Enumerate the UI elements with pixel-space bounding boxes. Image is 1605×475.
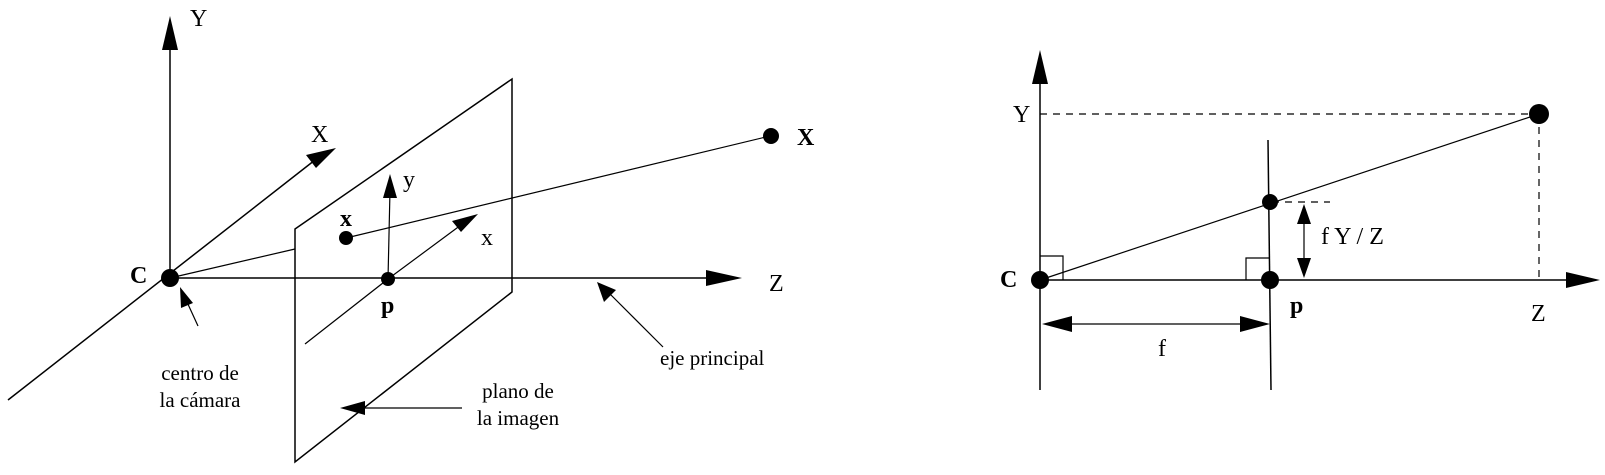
z-axis-2d-arrowhead	[1566, 272, 1600, 288]
camera-center-note-line2: la cámara	[159, 388, 241, 412]
focal-length-label: f	[1158, 336, 1166, 362]
right-angle-p	[1245, 257, 1269, 280]
projection-height-arrow-top	[1297, 204, 1311, 224]
image-y-axis-arrowhead	[383, 174, 397, 198]
principal-point	[381, 272, 395, 286]
z-axis-2d-label: Z	[1531, 301, 1546, 327]
image-x-axis-label: x	[481, 225, 493, 251]
z-axis-arrowhead	[706, 270, 742, 286]
image-y-axis-label: y	[403, 167, 415, 193]
image-point-label: x	[340, 206, 352, 232]
x-axis-arrowhead	[306, 148, 336, 168]
image-plane-pointer-head	[340, 401, 365, 415]
projection-ray-2d	[1039, 113, 1540, 281]
ray-c-to-plane	[169, 248, 296, 279]
world-point-2d	[1529, 104, 1549, 124]
image-plane	[294, 77, 513, 464]
right-angle-c	[1040, 255, 1064, 280]
camera-center-2d-label: C	[1000, 267, 1017, 293]
image-plane-note-line1: plano de	[482, 379, 554, 403]
principal-axis-pointer-head	[597, 282, 616, 302]
camera-center-pointer-head	[180, 287, 193, 308]
camera-center-point-2d	[1031, 271, 1049, 289]
image-x-axis-arrowhead	[452, 214, 478, 232]
y-axis-label: Y	[190, 6, 207, 32]
focal-length-arrow-left	[1042, 316, 1072, 332]
left-diagram: Y X Z y x C X x p centro de la cámara ej…	[7, 6, 815, 464]
focal-length-arrow-right	[1240, 316, 1270, 332]
image-y-axis	[387, 189, 391, 280]
projection-ray	[345, 135, 771, 239]
principal-axis-pointer	[609, 293, 664, 348]
camera-center-point	[161, 269, 179, 287]
y-axis-2d-label: Y	[1013, 102, 1030, 128]
projection-label: f Y / Z	[1321, 224, 1384, 250]
camera-center-label: C	[130, 263, 147, 289]
z-axis-label: Z	[769, 271, 784, 297]
image-x-axis	[387, 221, 466, 280]
image-point	[339, 231, 353, 245]
x-axis-label: X	[311, 122, 328, 148]
y-axis-arrowhead	[162, 16, 178, 50]
projection-height-arrow-bottom	[1297, 258, 1311, 278]
camera-center-pointer	[186, 301, 199, 327]
right-diagram: Y Z C p f f Y / Z	[1000, 50, 1600, 391]
principal-axis-note: eje principal	[660, 346, 765, 370]
principal-point-2d-label: p	[1290, 293, 1303, 319]
principal-point-label: p	[381, 293, 394, 319]
world-point-label: X	[797, 125, 815, 151]
world-point	[763, 128, 779, 144]
camera-center-note-line1: centro de	[161, 361, 239, 385]
image-x-axis-rear	[304, 278, 389, 345]
image-plane-note-line2: la imagen	[477, 406, 560, 430]
principal-point-2d	[1261, 271, 1279, 289]
y-axis-2d-arrowhead	[1032, 50, 1048, 84]
image-plane-2d	[1267, 139, 1272, 391]
image-point-2d	[1262, 194, 1278, 210]
